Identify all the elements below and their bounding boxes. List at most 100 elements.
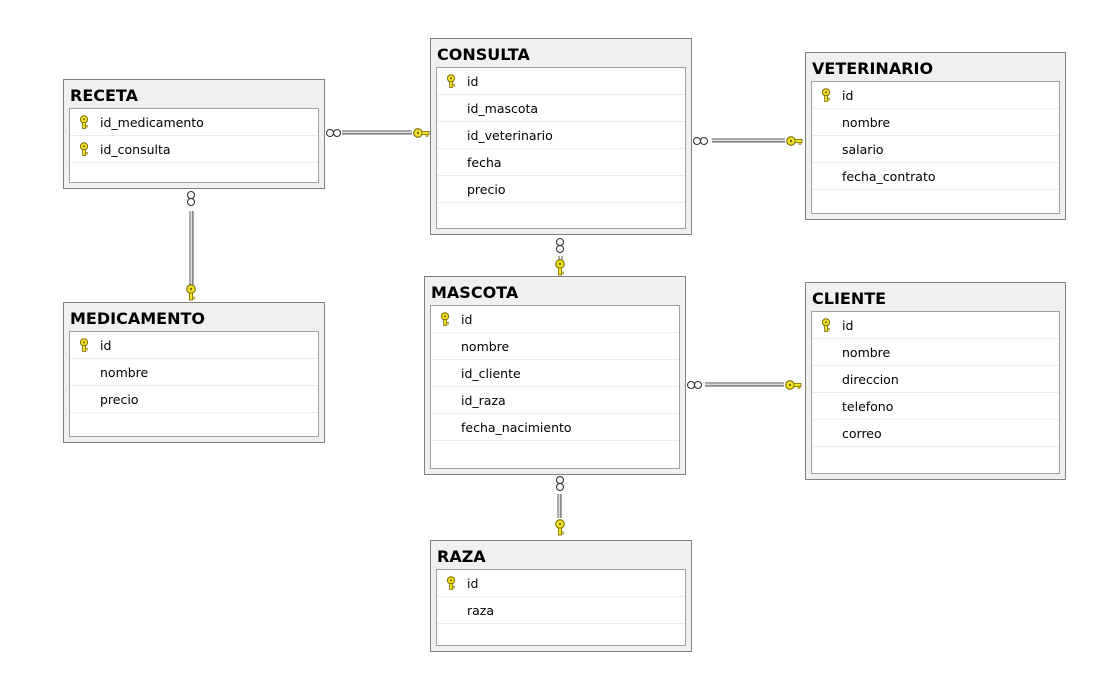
column-name: id_mascota bbox=[467, 101, 539, 116]
column-row[interactable]: id bbox=[70, 332, 318, 359]
column-list: id raza bbox=[436, 569, 686, 646]
column-row[interactable]: id_mascota bbox=[437, 95, 685, 122]
column-name: id_consulta bbox=[100, 142, 171, 157]
column-row[interactable]: id bbox=[812, 312, 1059, 339]
table-title: VETERINARIO bbox=[812, 59, 934, 78]
table-raza[interactable]: RAZA id raza bbox=[430, 540, 692, 652]
infinity-icon bbox=[692, 136, 709, 146]
column-name: precio bbox=[100, 392, 139, 407]
column-row[interactable]: nombre bbox=[812, 339, 1059, 366]
column-row[interactable]: id_medicamento bbox=[70, 109, 318, 136]
table-veterinario[interactable]: VETERINARIO id nombre salario fecha_contrat… bbox=[805, 52, 1066, 220]
column-name: nombre bbox=[842, 345, 891, 360]
rel-mascota-raza[interactable] bbox=[555, 475, 565, 536]
column-row[interactable]: id_raza bbox=[431, 387, 679, 414]
table-title: CLIENTE bbox=[812, 289, 887, 308]
infinity-icon bbox=[555, 475, 565, 492]
rel-consulta-mascota[interactable] bbox=[555, 237, 565, 276]
table-title: CONSULTA bbox=[437, 45, 530, 64]
column-row[interactable]: telefono bbox=[812, 393, 1059, 420]
column-name: id bbox=[100, 338, 112, 353]
rel-receta-consulta[interactable] bbox=[325, 128, 430, 138]
column-name: id_cliente bbox=[461, 366, 521, 381]
column-name: nombre bbox=[100, 365, 149, 380]
column-row[interactable]: id bbox=[812, 82, 1059, 109]
table-title: RAZA bbox=[437, 547, 486, 566]
column-row[interactable]: fecha_contrato bbox=[812, 163, 1059, 190]
key-icon bbox=[785, 380, 802, 390]
key-icon bbox=[186, 284, 196, 301]
rel-mascota-cliente[interactable] bbox=[686, 380, 802, 390]
column-name: fecha_nacimiento bbox=[461, 420, 572, 435]
rel-consulta-veterinario[interactable] bbox=[692, 136, 803, 146]
key-icon bbox=[413, 128, 430, 138]
key-icon bbox=[555, 259, 565, 276]
key-icon bbox=[440, 312, 450, 326]
column-row[interactable]: nombre bbox=[70, 359, 318, 386]
column-row[interactable]: salario bbox=[812, 136, 1059, 163]
column-row[interactable]: fecha_nacimiento bbox=[431, 414, 679, 441]
column-name: id bbox=[842, 318, 854, 333]
column-name: fecha_contrato bbox=[842, 169, 936, 184]
column-name: id_raza bbox=[461, 393, 506, 408]
key-icon bbox=[446, 74, 456, 88]
column-row[interactable]: id_cliente bbox=[431, 360, 679, 387]
column-name: correo bbox=[842, 426, 882, 441]
column-row[interactable]: correo bbox=[812, 420, 1059, 447]
infinity-icon bbox=[555, 237, 565, 254]
column-name: id bbox=[461, 312, 473, 327]
column-row[interactable]: precio bbox=[437, 176, 685, 203]
column-name: telefono bbox=[842, 399, 894, 414]
column-name: id_veterinario bbox=[467, 128, 553, 143]
rel-receta-medicamento[interactable] bbox=[186, 190, 196, 301]
table-cliente[interactable]: CLIENTE id nombre direccion telefono correo bbox=[805, 282, 1066, 480]
column-name: direccion bbox=[842, 372, 899, 387]
column-name: id bbox=[467, 576, 479, 591]
column-row[interactable]: id bbox=[431, 306, 679, 333]
column-name: id_medicamento bbox=[100, 115, 204, 130]
table-mascota[interactable]: MASCOTA id nombre id_cliente id_raza fecha_n… bbox=[424, 276, 686, 475]
column-name: id bbox=[842, 88, 854, 103]
column-name: id bbox=[467, 74, 479, 89]
column-name: raza bbox=[467, 603, 495, 618]
key-icon bbox=[446, 576, 456, 590]
column-list: id nombre precio bbox=[69, 331, 319, 437]
column-name: fecha bbox=[467, 155, 502, 170]
table-title: MEDICAMENTO bbox=[70, 309, 205, 328]
infinity-icon bbox=[686, 380, 703, 390]
column-row[interactable]: nombre bbox=[812, 109, 1059, 136]
column-list: id nombre direccion telefono correo bbox=[811, 311, 1060, 474]
table-title: MASCOTA bbox=[431, 283, 519, 302]
column-name: salario bbox=[842, 142, 884, 157]
column-row[interactable]: id_veterinario bbox=[437, 122, 685, 149]
table-title: RECETA bbox=[70, 86, 138, 105]
column-name: precio bbox=[467, 182, 506, 197]
infinity-icon bbox=[186, 190, 196, 207]
table-receta[interactable]: RECETA id_medicamento id_consulta bbox=[63, 79, 325, 189]
key-icon bbox=[821, 318, 831, 332]
key-icon bbox=[79, 115, 89, 129]
column-name: nombre bbox=[461, 339, 510, 354]
column-row[interactable]: id_consulta bbox=[70, 136, 318, 163]
column-row[interactable]: fecha bbox=[437, 149, 685, 176]
column-name: nombre bbox=[842, 115, 891, 130]
key-icon bbox=[555, 519, 565, 536]
key-icon bbox=[79, 142, 89, 156]
column-list: id nombre id_cliente id_raza fecha_nacimient… bbox=[430, 305, 680, 469]
column-row[interactable]: id bbox=[437, 570, 685, 597]
table-medicamento[interactable]: MEDICAMENTO id nombre precio bbox=[63, 302, 325, 443]
column-list: id_medicamento id_consulta bbox=[69, 108, 319, 183]
column-row[interactable]: raza bbox=[437, 597, 685, 624]
column-list: id nombre salario fecha_contrato bbox=[811, 81, 1060, 214]
infinity-icon bbox=[325, 128, 342, 138]
column-row[interactable]: id bbox=[437, 68, 685, 95]
key-icon bbox=[79, 338, 89, 352]
column-row[interactable]: direccion bbox=[812, 366, 1059, 393]
column-row[interactable]: nombre bbox=[431, 333, 679, 360]
column-row[interactable]: precio bbox=[70, 386, 318, 413]
key-icon bbox=[786, 136, 803, 146]
key-icon bbox=[821, 88, 831, 102]
